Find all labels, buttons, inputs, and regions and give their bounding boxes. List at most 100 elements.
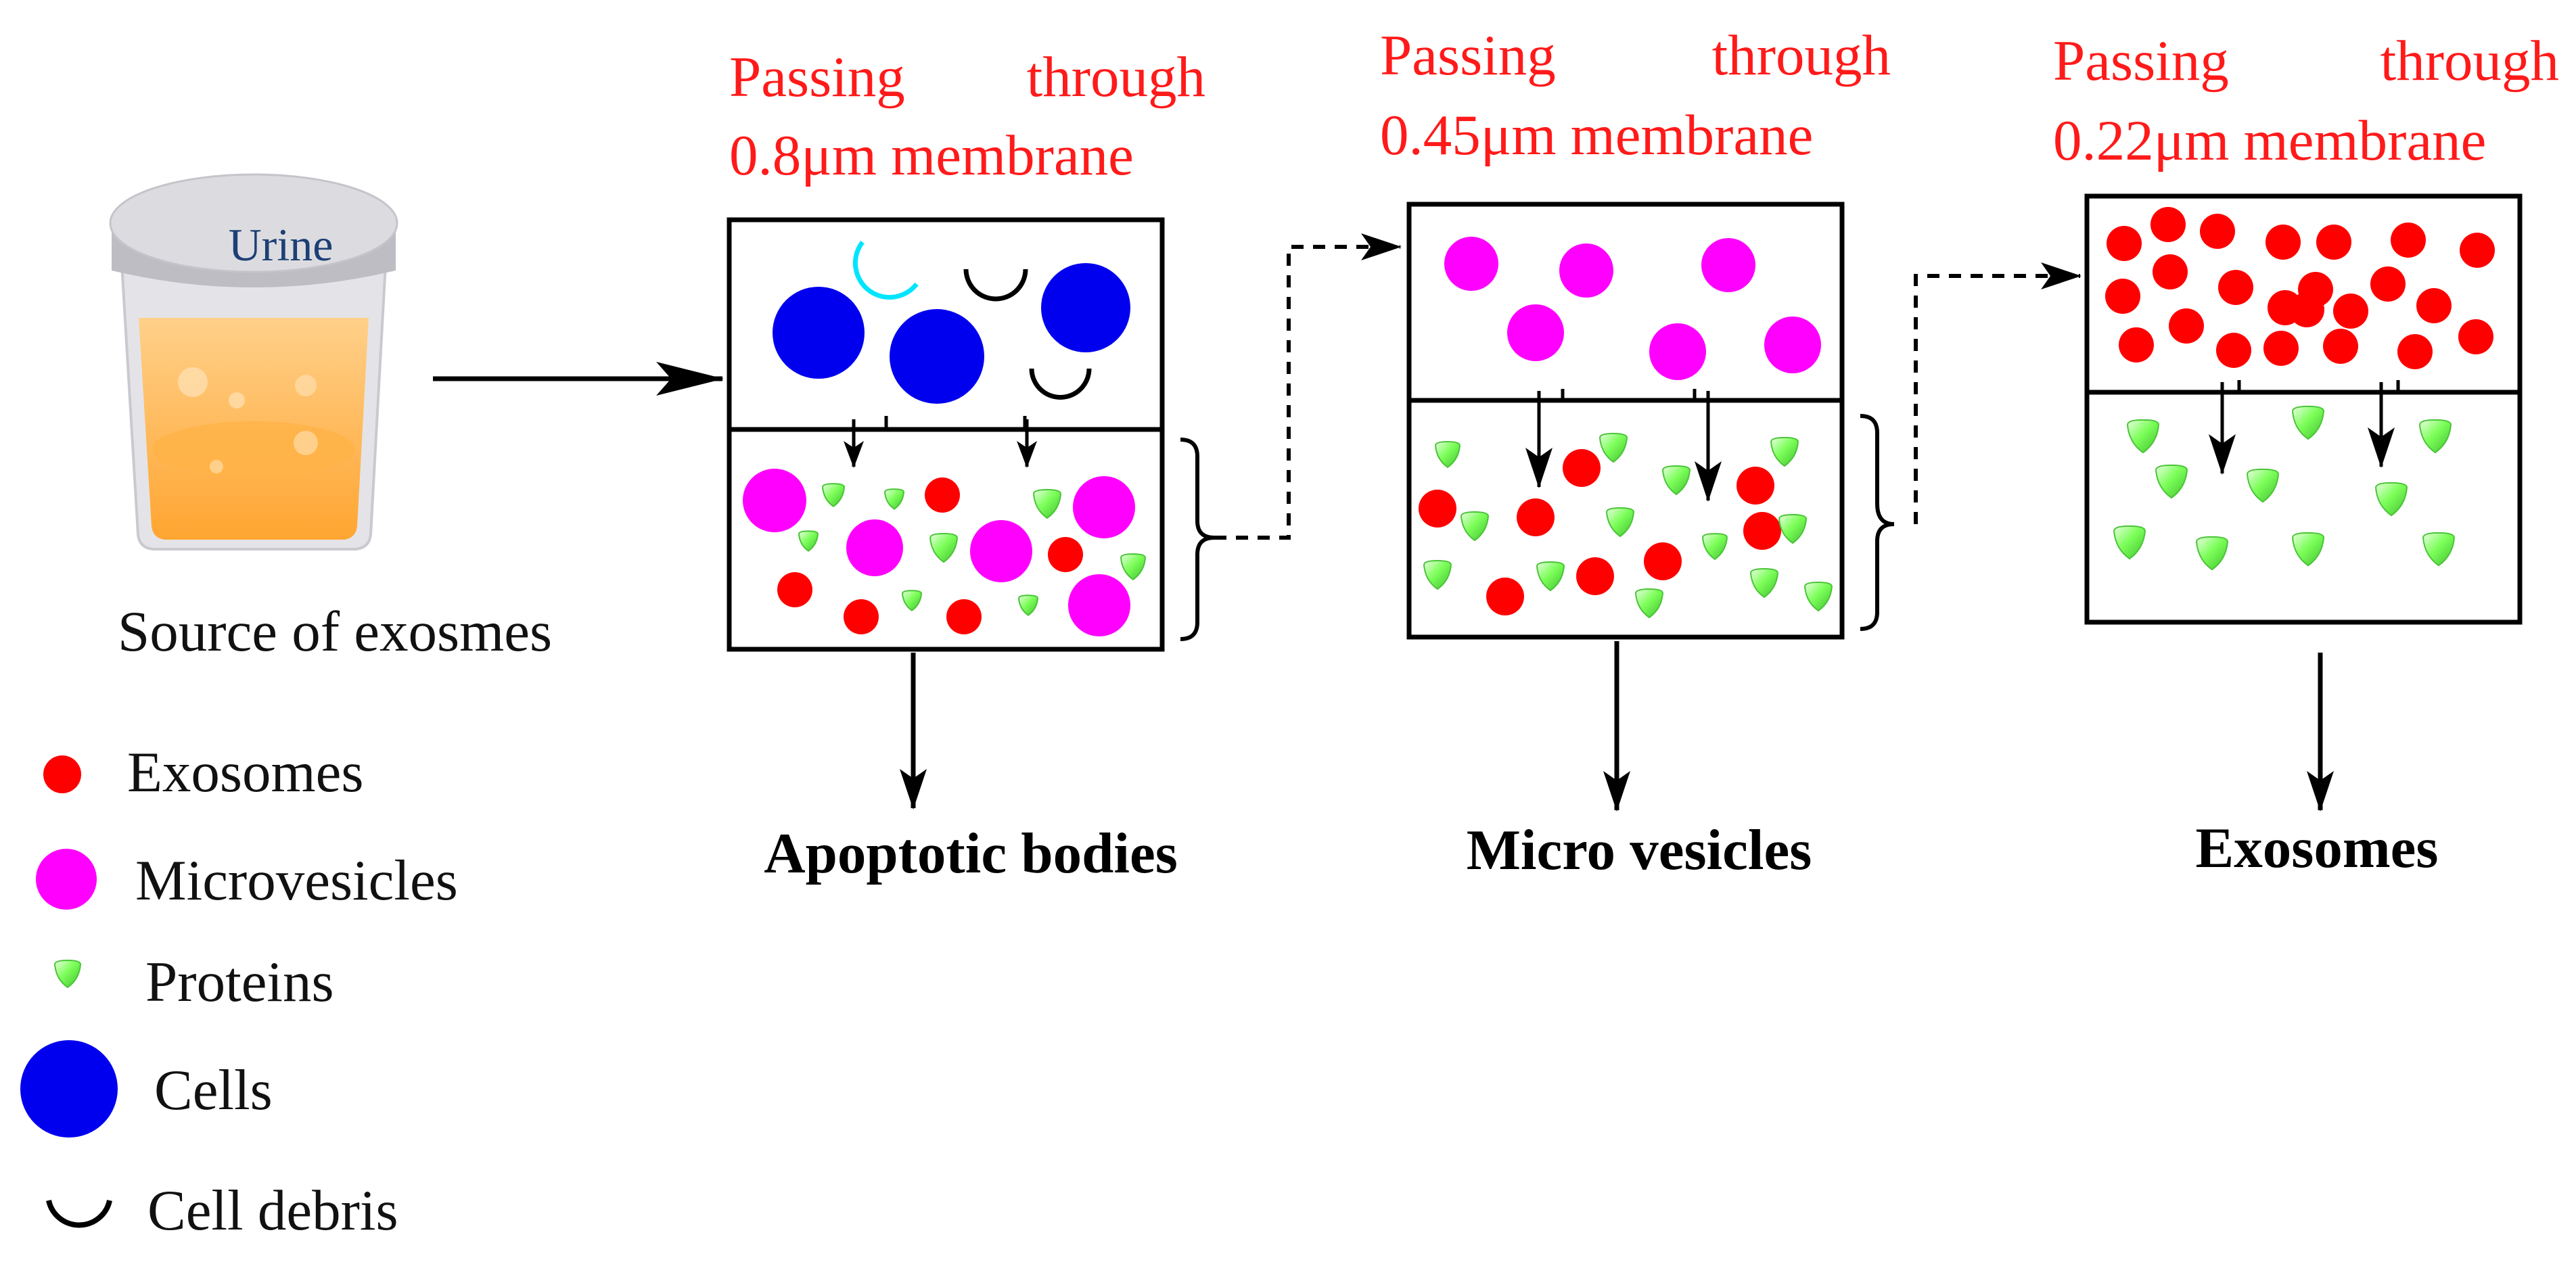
protein-particle: [1434, 441, 1461, 469]
exosome-particle: [946, 599, 982, 634]
dashed-connector: [1214, 233, 1402, 540]
protein-particle: [1605, 507, 1635, 538]
cell-debris-icon: [46, 1200, 112, 1228]
protein-particle: [1634, 588, 1664, 619]
stage3-caption: Passing through 0.22μm membrane: [2053, 29, 2559, 172]
protein-drop-icon: [53, 960, 82, 989]
bracket: [1860, 414, 1895, 631]
exosome-particle: [2370, 266, 2406, 302]
protein-particle: [929, 532, 959, 563]
protein-particle: [2291, 405, 2325, 440]
protein-particle: [1032, 488, 1062, 519]
protein-particle: [1803, 581, 1833, 612]
legend-label-cells: Cells: [154, 1058, 273, 1122]
microvesicle-particle: [1764, 317, 1821, 373]
protein-particle: [1460, 511, 1490, 542]
filter-box-3: [2084, 193, 2523, 625]
stage2-caption-word2: through: [1712, 24, 1891, 87]
legend-label-exosomes: Exosomes: [127, 741, 363, 804]
source-caption: Source of exosmes: [118, 600, 552, 663]
cell-particle: [890, 309, 984, 404]
exosome-particle: [2200, 214, 2235, 249]
protein-particle: [1778, 513, 1808, 544]
stage1-caption-line2: 0.8μm membrane: [729, 124, 1134, 187]
exosome-particle: [1743, 512, 1781, 550]
protein-particle: [1536, 561, 1565, 592]
exosome-particle: [2119, 327, 2154, 362]
exosome-particle: [1486, 578, 1524, 615]
urine-cup-icon: Urine: [109, 173, 398, 551]
exosome-particle: [2169, 308, 2204, 344]
output-label-3: Exosomes: [2196, 816, 2439, 880]
exosome-particle: [844, 599, 879, 634]
cell-particle: [1041, 263, 1130, 352]
stage2-caption: Passing through 0.45μm membrane: [1380, 24, 1891, 167]
protein-particle: [2195, 536, 2229, 571]
legend-label-microvesicles: Microvesicles: [135, 849, 458, 912]
exosome-particle: [2397, 334, 2433, 369]
protein-particle: [798, 530, 819, 552]
protein-particle: [821, 483, 846, 508]
legend-label-proteins: Proteins: [145, 950, 334, 1014]
stage1-caption: Passing through 0.8μm membrane: [729, 45, 1205, 187]
protein-particle: [2291, 532, 2325, 567]
exosome-particle: [2218, 270, 2253, 305]
microvesicle-particle: [846, 519, 903, 576]
cell-particle: [773, 287, 865, 379]
stage1-caption-word1: Passing: [729, 45, 905, 109]
stage2-caption-word1: Passing: [1380, 24, 1556, 87]
exosome-particle: [2266, 225, 2301, 260]
microvesicle-particle: [743, 469, 806, 532]
exosome-particle: [2416, 288, 2452, 323]
protein-particle: [901, 590, 923, 611]
exosome-particle: [1048, 537, 1083, 572]
exosome-particle: [2289, 292, 2324, 327]
protein-particle: [1423, 559, 1452, 590]
protein-particle: [1701, 533, 1728, 561]
microvesicle-particle: [1649, 323, 1706, 380]
exosome-particle: [2316, 225, 2351, 260]
exosome-particle: [2150, 207, 2186, 242]
protein-particle: [2422, 532, 2456, 567]
exosome-particle: [2153, 254, 2188, 289]
exosome-particle: [2216, 333, 2251, 368]
protein-particle: [1598, 432, 1628, 463]
exosome-particle: [1576, 557, 1614, 595]
microvesicle-particle: [1444, 237, 1498, 291]
protein-particle: [1661, 465, 1691, 496]
protein-particle: [2126, 419, 2160, 454]
cell-debris-icon: [1029, 368, 1092, 400]
microvesicle-particle: [1701, 238, 1755, 292]
legend: Exosomes Microvesicles Proteins Cells Ce…: [20, 741, 458, 1242]
microvesicle-particle: [1559, 243, 1613, 298]
exosome-particle: [2105, 279, 2140, 314]
protein-particle: [2113, 525, 2146, 560]
cell-dot-icon: [20, 1040, 118, 1138]
exosome-particle: [1563, 449, 1601, 487]
exosome-particle: [2391, 223, 2426, 258]
exosome-particle: [1517, 498, 1555, 536]
filter-box-2: [1406, 202, 1845, 640]
cell-debris-icon: [963, 268, 1028, 302]
microvesicle-particle: [970, 520, 1032, 582]
exosome-particle: [777, 572, 812, 607]
exosome-particle: [2460, 233, 2495, 268]
urine-label: Urine: [229, 219, 334, 271]
stage2-caption-line2: 0.45μm membrane: [1380, 103, 1813, 167]
exosome-dot-icon: [43, 755, 81, 793]
protein-particle: [1749, 567, 1779, 599]
exosome-particle: [2323, 329, 2358, 364]
exosome-particle: [1736, 467, 1774, 505]
bracket: [1180, 438, 1215, 641]
exosome-particle: [2333, 294, 2368, 329]
filter-box-1: [727, 217, 1165, 652]
protein-particle: [1120, 553, 1147, 581]
output-label-2: Micro vesicles: [1467, 818, 1812, 882]
protein-particle: [1770, 436, 1799, 467]
protein-particle: [2418, 419, 2452, 454]
protein-particle: [53, 960, 82, 989]
stage1-caption-word2: through: [1027, 45, 1205, 109]
protein-particle: [2155, 464, 2188, 499]
microvesicle-particle: [1068, 574, 1130, 636]
